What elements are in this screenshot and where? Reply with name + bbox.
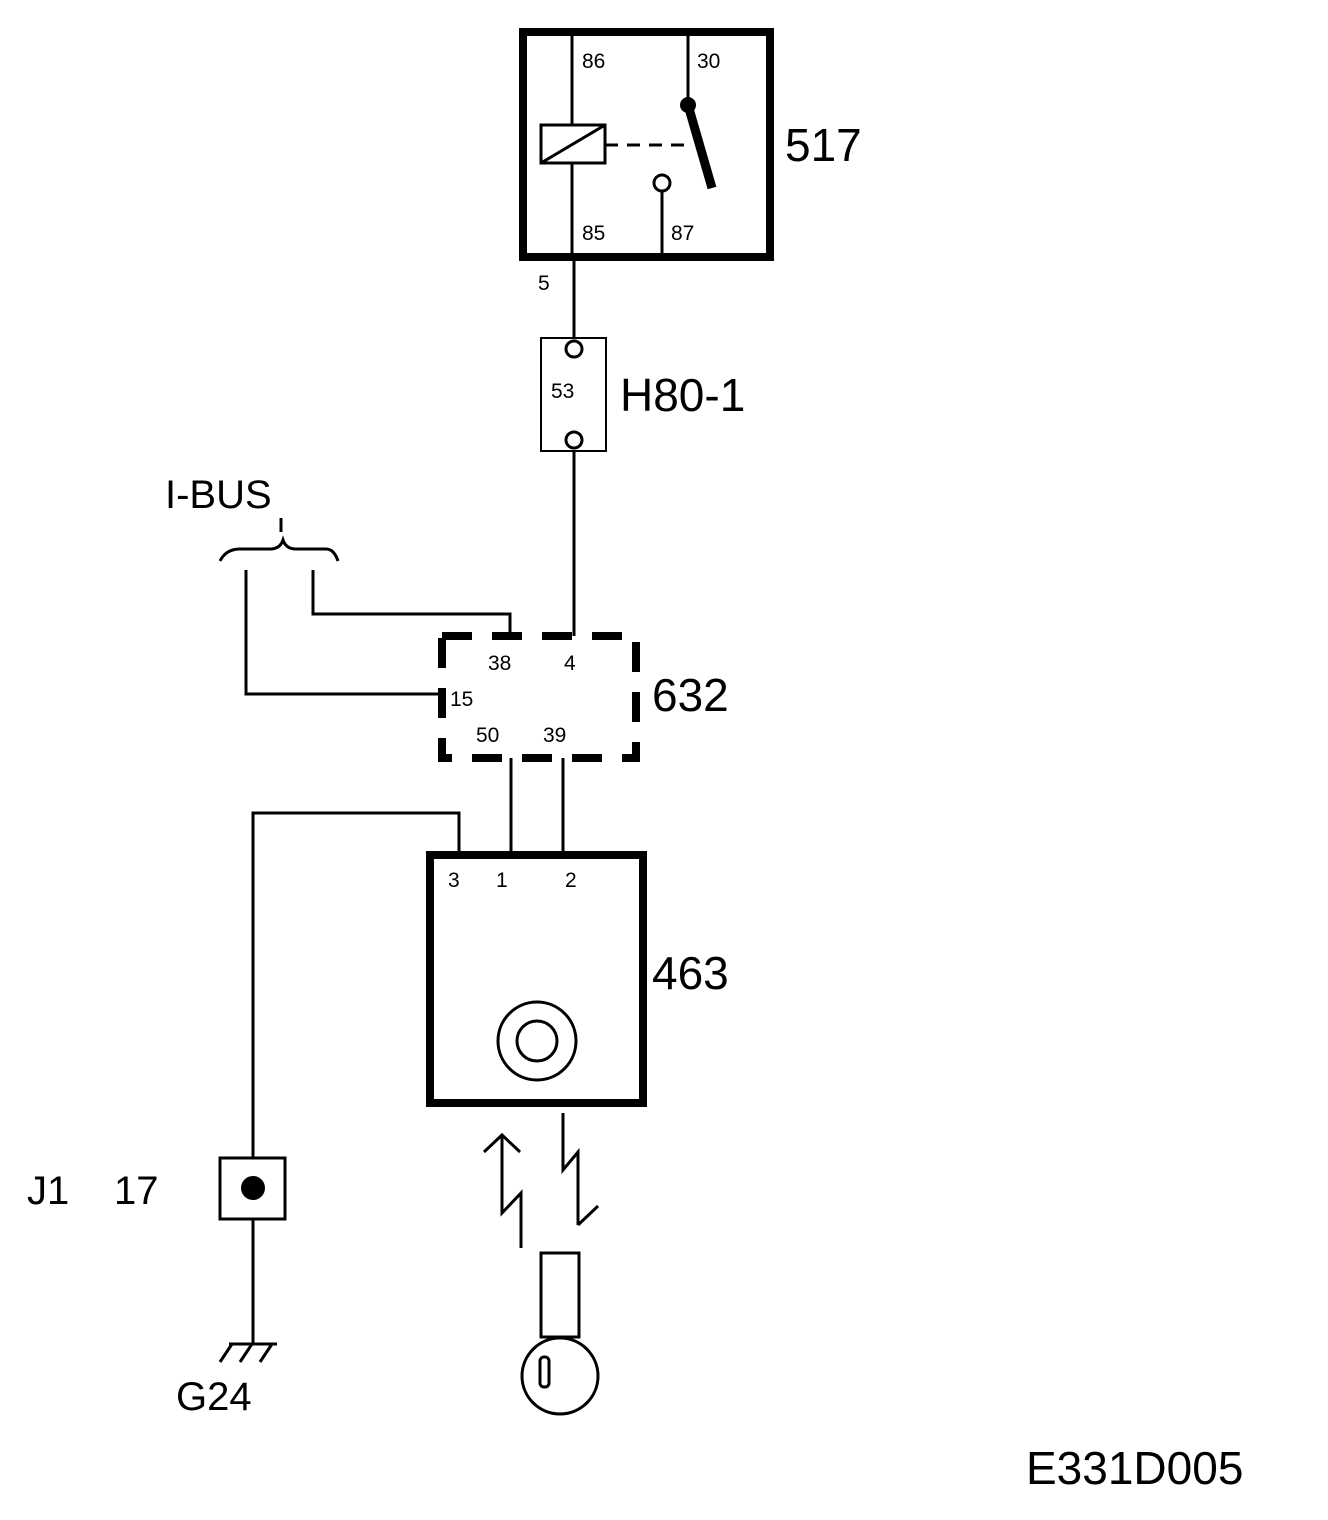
i-bus-label: I-BUS xyxy=(165,473,272,517)
signal-up-arrowhead xyxy=(482,1132,522,1154)
relay-switch-arm xyxy=(683,103,717,190)
module-pin-50: 50 xyxy=(476,724,499,747)
junction-dot-icon xyxy=(241,1176,265,1200)
i-bus-brace xyxy=(218,535,340,562)
switch-pin-1: 1 xyxy=(496,869,508,892)
relay-id: 517 xyxy=(785,119,862,171)
signal-up-arrow xyxy=(500,1135,523,1248)
key-cylinder-outer-icon xyxy=(496,1000,578,1082)
relay-517: 86 30 85 87 517 xyxy=(519,28,862,261)
module-632: 38 4 15 50 39 632 xyxy=(438,632,729,762)
module-pin-38: 38 xyxy=(488,652,511,675)
switch-id: 463 xyxy=(652,947,729,999)
module-id: 632 xyxy=(652,669,729,721)
relay-contact-87-icon xyxy=(652,173,672,193)
wire-label-5: 5 xyxy=(538,272,550,295)
switch-pin-3: 3 xyxy=(448,869,460,892)
wire-switch-pin3-to-junction xyxy=(251,811,461,1158)
key-cylinder-inner-icon xyxy=(515,1019,559,1063)
signal-down-arrowhead xyxy=(576,1204,600,1227)
junction-j1: J1 17 xyxy=(27,1156,287,1221)
i-bus: I-BUS xyxy=(165,473,512,696)
ignition-switch-463: 3 1 2 463 xyxy=(426,851,729,1107)
connector-h80-1: 53 H80-1 xyxy=(540,337,745,452)
relay-pin-85: 85 xyxy=(582,222,605,245)
switch-pin-2: 2 xyxy=(565,869,577,892)
key-blade xyxy=(539,1251,581,1339)
ground-id: G24 xyxy=(176,1375,252,1419)
ground-hatch-1 xyxy=(218,1343,234,1363)
connector-top-terminal-icon xyxy=(564,339,584,359)
connector-bottom-terminal-icon xyxy=(564,430,584,450)
junction-id: J1 xyxy=(27,1169,69,1213)
key-transponder xyxy=(538,1355,551,1389)
module-pin-4: 4 xyxy=(564,652,576,675)
relay-pin-30: 30 xyxy=(697,50,720,73)
module-pin-39: 39 xyxy=(543,724,566,747)
key-icon xyxy=(520,1251,600,1416)
module-housing-dashed xyxy=(438,632,640,762)
module-pin-15: 15 xyxy=(450,688,473,711)
relay-coil-diagonal xyxy=(540,123,606,165)
relay-pin-87: 87 xyxy=(671,222,694,245)
connector-id: H80-1 xyxy=(620,369,745,421)
ground-hatch-2 xyxy=(238,1343,254,1363)
relay-housing xyxy=(519,28,774,261)
i-bus-wire-left xyxy=(244,570,442,696)
ground-g24: G24 xyxy=(176,1342,277,1419)
wireless-signal-icon xyxy=(482,1113,600,1248)
switch-housing xyxy=(426,851,647,1107)
key-head xyxy=(520,1336,600,1416)
signal-down-arrow xyxy=(561,1113,580,1225)
junction-pin: 17 xyxy=(114,1169,159,1213)
connector-pin-53: 53 xyxy=(551,380,574,403)
diagram-id: E331D005 xyxy=(1026,1442,1243,1494)
i-bus-wire-right xyxy=(311,570,512,636)
relay-pin-86: 86 xyxy=(582,50,605,73)
ground-hatch-3 xyxy=(258,1343,274,1363)
